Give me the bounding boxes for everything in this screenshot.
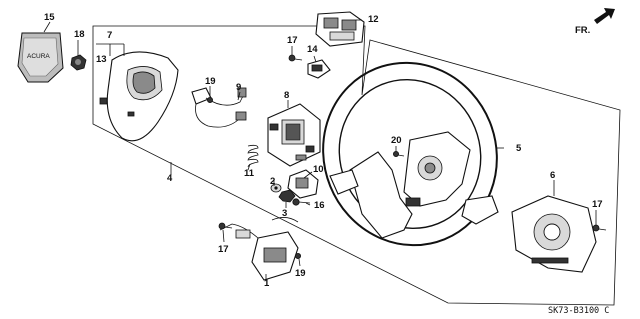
airbag-pad-part — [99, 51, 179, 142]
callout-5: 5 — [516, 143, 522, 154]
callout-1: 1 — [264, 278, 270, 289]
screw-part-19-lower — [294, 252, 301, 259]
callout-6: 6 — [550, 170, 555, 181]
assembly-outline — [92, 25, 621, 306]
front-direction-arrow — [594, 8, 615, 24]
callout-17-right: 17 — [592, 199, 603, 210]
switch-part — [287, 169, 319, 199]
callout-16: 16 — [314, 200, 325, 211]
callout-18: 18 — [74, 29, 85, 40]
wire-harness-part — [191, 87, 247, 128]
leader-lines — [43, 19, 597, 280]
callout-17-left: 17 — [218, 244, 229, 255]
washer-part — [270, 183, 282, 193]
acura-emblem: ACURA — [17, 32, 64, 83]
connector-part — [307, 59, 331, 79]
screw-part-19-upper — [206, 97, 213, 104]
callout-19-lower: 19 — [295, 268, 306, 279]
callout-15: 15 — [44, 12, 55, 23]
lock-nut-part — [278, 189, 296, 203]
direction-label: FR. — [575, 25, 590, 36]
callout-17-top: 17 — [287, 35, 298, 46]
cable-reel-part — [267, 103, 321, 167]
spring-part — [247, 144, 259, 168]
callout-12: 12 — [368, 14, 379, 25]
callout-19-upper: 19 — [205, 76, 216, 87]
diagram-code: SK73-B3100 C — [548, 306, 609, 316]
screw-part-20 — [392, 150, 405, 157]
callout-13: 13 — [96, 54, 107, 65]
rear-cover-part — [511, 195, 597, 273]
callout-9: 9 — [236, 82, 241, 93]
bolt-part-top — [288, 54, 303, 62]
cruise-switch-part — [219, 217, 299, 281]
callout-11: 11 — [244, 168, 255, 179]
steering-wheel-part — [322, 61, 499, 247]
callout-20: 20 — [391, 135, 402, 146]
control-switch-part — [315, 11, 365, 47]
callout-4: 4 — [167, 173, 173, 184]
nut-part — [70, 54, 87, 71]
callout-7: 7 — [107, 30, 112, 41]
emblem-text: ACURA — [27, 53, 50, 60]
bolt-part-left — [218, 222, 233, 230]
bolt-part-right — [592, 224, 607, 232]
callout-2: 2 — [270, 176, 275, 187]
callout-10: 10 — [313, 164, 324, 175]
callout-3: 3 — [282, 208, 287, 219]
callout-14: 14 — [307, 44, 318, 55]
screw-part-16 — [292, 198, 311, 206]
callout-8: 8 — [284, 90, 289, 101]
